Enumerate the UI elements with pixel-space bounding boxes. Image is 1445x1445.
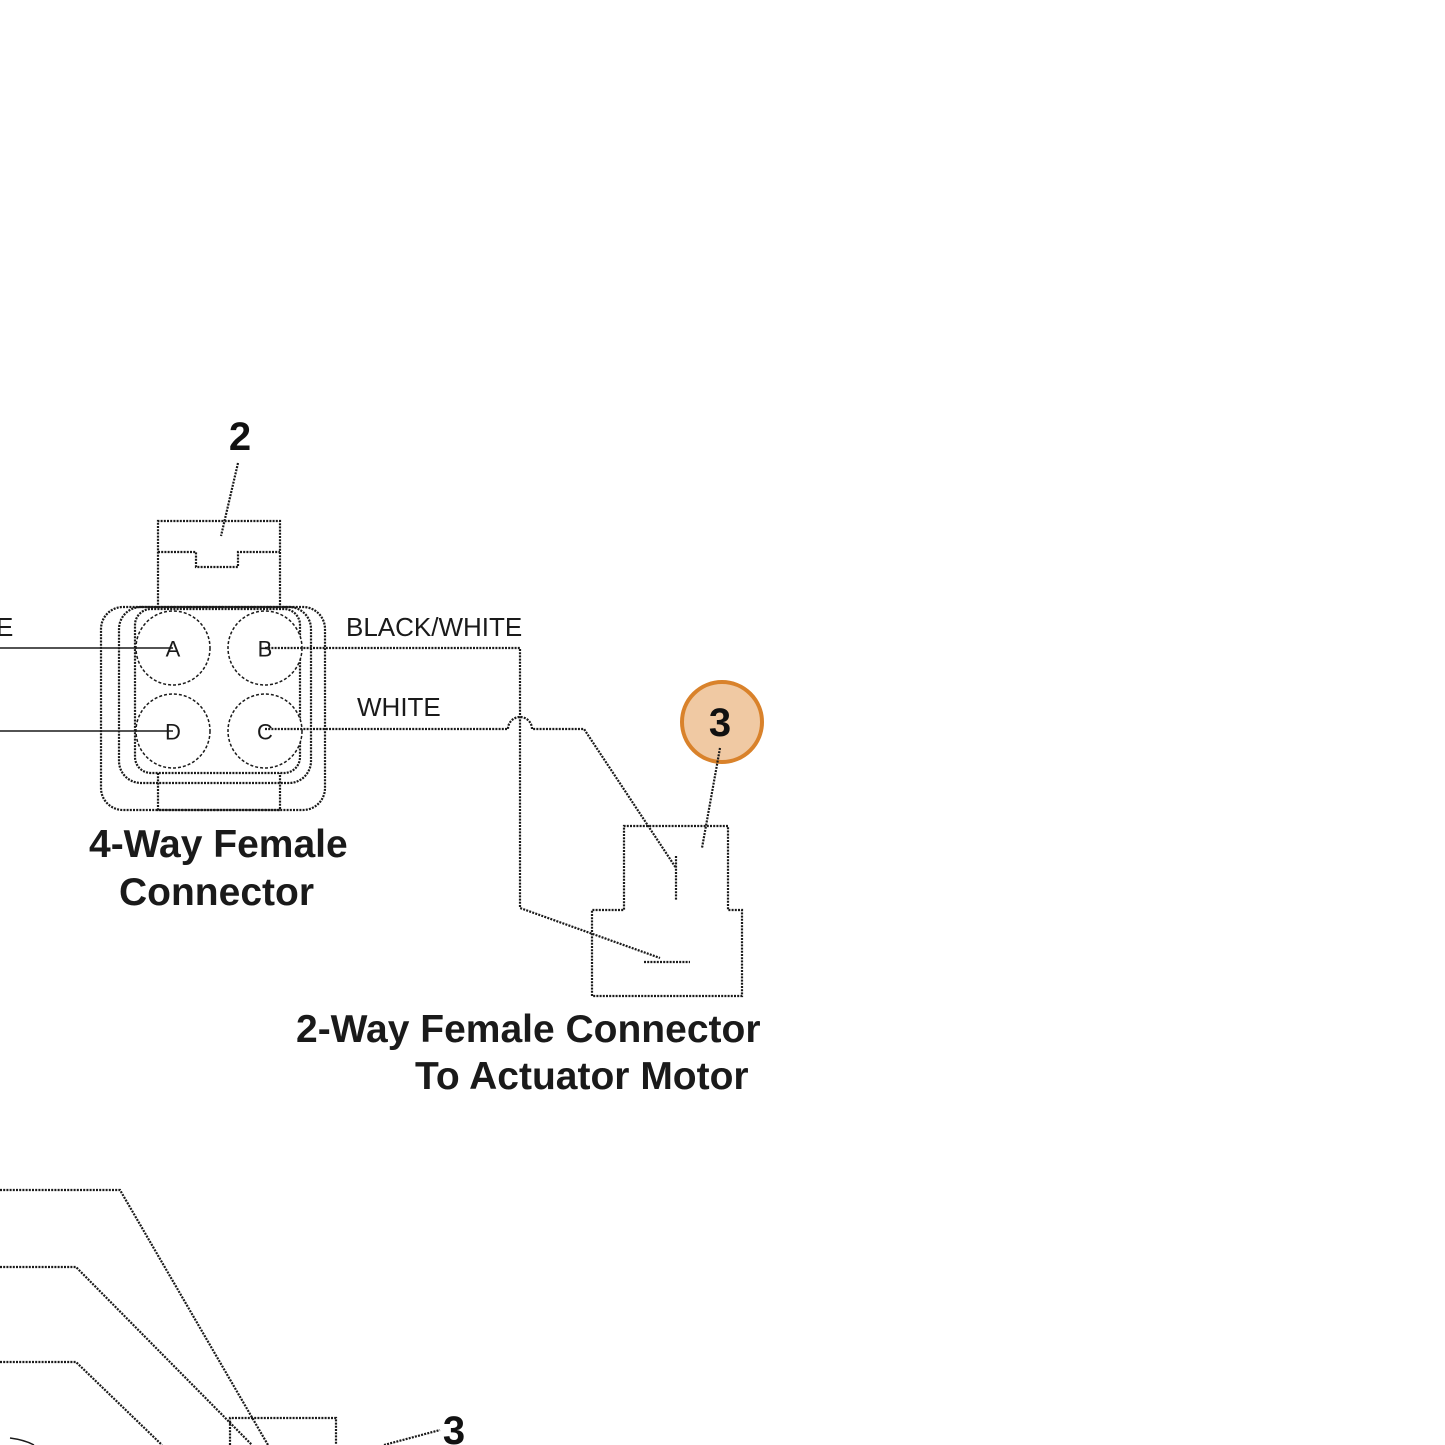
wire-label-black-white: BLACK/WHITE <box>346 612 522 642</box>
bottom-callout-number: 3 <box>443 1409 465 1445</box>
callout-3-highlight[interactable] <box>680 680 764 764</box>
wire-label-white: WHITE <box>357 692 441 722</box>
two-way-caption-line1: 2-Way Female Connector <box>296 1008 761 1051</box>
two-way-body <box>590 824 744 998</box>
callout-2-leader <box>219 462 240 537</box>
two-way-caption-line2: To Actuator Motor <box>415 1055 749 1098</box>
bottom-wire-2 <box>0 1265 253 1445</box>
wire-label-left-partial: E <box>0 612 13 642</box>
four-way-caption-line1: 4-Way Female <box>89 823 348 866</box>
two-way-connector[interactable] <box>590 824 744 998</box>
pin-c-label: C <box>257 720 273 745</box>
bottom-partial-diagram <box>0 1188 441 1445</box>
pin-c[interactable] <box>227 693 303 769</box>
pin-a-label: A <box>166 637 181 662</box>
wire-white <box>265 715 677 869</box>
bottom-left-arc <box>9 1437 35 1445</box>
bottom-callout-leader <box>383 1428 441 1445</box>
four-way-bottom-tab <box>156 773 282 812</box>
bottom-wire-3 <box>0 1360 163 1445</box>
four-way-body-inner <box>117 605 313 785</box>
bottom-connector <box>228 1416 338 1445</box>
wire-black-white <box>265 646 661 960</box>
four-way-connector[interactable]: A B C D <box>99 519 327 812</box>
callout-2-number: 2 <box>229 415 251 459</box>
four-way-latch <box>156 519 282 608</box>
pin-d-label: D <box>165 720 181 745</box>
four-way-caption-line2: Connector <box>119 871 314 914</box>
four-way-body-core <box>133 607 302 775</box>
bottom-wire-1 <box>0 1188 269 1445</box>
callout-3-leader <box>700 747 722 849</box>
callout-3-number: 3 <box>709 701 731 745</box>
